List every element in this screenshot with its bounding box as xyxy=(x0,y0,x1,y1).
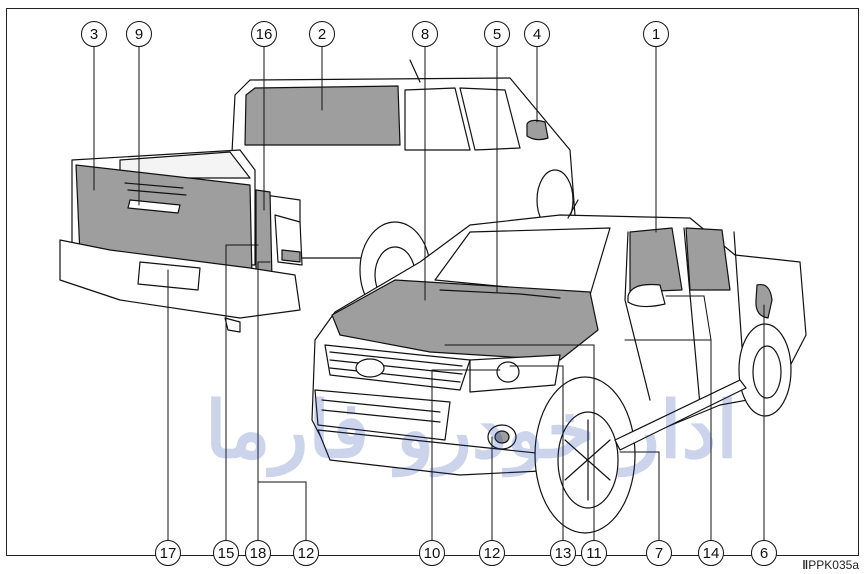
callout-16: 16 xyxy=(251,21,277,47)
callout-13: 13 xyxy=(550,540,576,566)
callout-12-rear: 12 xyxy=(293,540,319,566)
watermark-text: ادار خودرو فارما xyxy=(205,385,738,476)
callout-5: 5 xyxy=(484,21,510,47)
callout-2: 2 xyxy=(309,21,335,47)
callout-8: 8 xyxy=(412,21,438,47)
figure-code: ‖PPK035a xyxy=(802,558,859,572)
front-door-window xyxy=(629,227,683,293)
callout-12-front: 12 xyxy=(479,540,505,566)
fuel-door xyxy=(755,283,773,319)
figure-code-mark: ‖ xyxy=(802,558,809,572)
callout-17: 17 xyxy=(155,540,181,566)
callout-6: 6 xyxy=(751,540,777,566)
callout-1: 1 xyxy=(643,21,669,47)
callout-14: 14 xyxy=(698,540,724,566)
rear-window-glass xyxy=(244,85,401,146)
callout-7: 7 xyxy=(646,540,672,566)
front-truck xyxy=(311,199,807,534)
callout-18: 18 xyxy=(245,540,271,566)
callout-3: 3 xyxy=(81,21,107,47)
rear-door-window xyxy=(685,227,731,291)
figure-code-text: PPK035a xyxy=(808,558,859,572)
callout-9: 9 xyxy=(126,21,152,47)
rear-mirror xyxy=(526,119,549,141)
callout-11: 11 xyxy=(581,540,607,566)
callout-15: 15 xyxy=(213,540,239,566)
callout-10: 10 xyxy=(419,540,445,566)
callout-4: 4 xyxy=(524,21,550,47)
leader-lines xyxy=(93,45,765,546)
